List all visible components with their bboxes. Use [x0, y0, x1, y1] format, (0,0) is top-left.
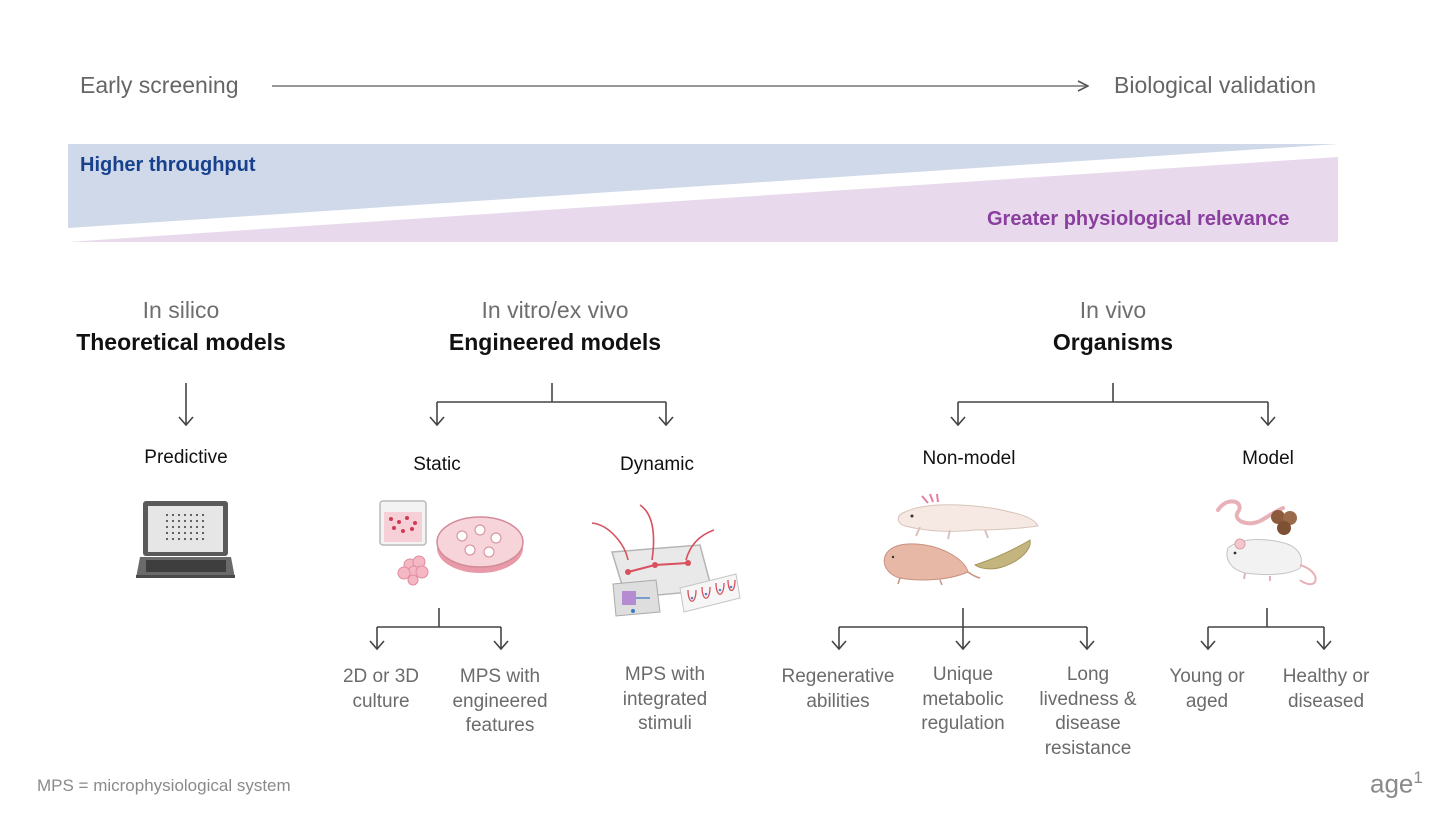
node-static: Static	[413, 454, 461, 475]
footnote: MPS = microphysiological system	[37, 776, 291, 795]
relevance-wedge	[68, 157, 1338, 242]
age1-logo: age1	[1370, 768, 1423, 799]
naked-mole-rat-icon	[883, 543, 981, 586]
early-screening-label: Early screening	[80, 72, 239, 98]
category-in-vivo: In vivo Organisms	[1053, 297, 1173, 356]
higher-throughput-label: Higher throughput	[80, 154, 256, 176]
microfluidic-device-icon	[612, 579, 661, 617]
throughput-wedge	[68, 144, 1338, 228]
node-model: Model	[1242, 448, 1294, 469]
category-in-silico: In silico Theoretical models	[76, 297, 286, 356]
category-subtitle: In silico	[142, 297, 220, 323]
channel-chip-icon	[679, 573, 741, 613]
physiological-relevance-label: Greater physiological relevance	[987, 208, 1290, 230]
connector-static	[369, 608, 509, 651]
mouse-icon	[1226, 538, 1317, 586]
worm-icon	[973, 539, 1031, 570]
category-title: Theoretical models	[76, 329, 286, 355]
laptop-icon	[136, 501, 235, 578]
category-subtitle: In vivo	[1079, 297, 1147, 323]
category-subtitle: In vitro/ex vivo	[481, 297, 629, 323]
category-title: Engineered models	[448, 329, 662, 355]
connector-organisms	[950, 383, 1276, 427]
axolotl-icon	[897, 493, 1039, 540]
connector-model	[1200, 608, 1332, 651]
node-predictive: Predictive	[144, 447, 228, 468]
petri-dish-icon	[436, 516, 524, 573]
organoid-icon	[397, 555, 429, 586]
category-in-vitro: In vitro/ex vivo Engineered models	[449, 297, 661, 356]
connector-engineered	[429, 383, 674, 427]
well-plate-icon	[379, 500, 427, 546]
node-dynamic: Dynamic	[620, 454, 694, 475]
node-non-model: Non-model	[922, 448, 1016, 469]
biological-validation-label: Biological validation	[1114, 72, 1317, 98]
category-title: Organisms	[1052, 329, 1174, 355]
embryo-icon	[1271, 510, 1297, 535]
connector-non-model	[831, 608, 1095, 651]
